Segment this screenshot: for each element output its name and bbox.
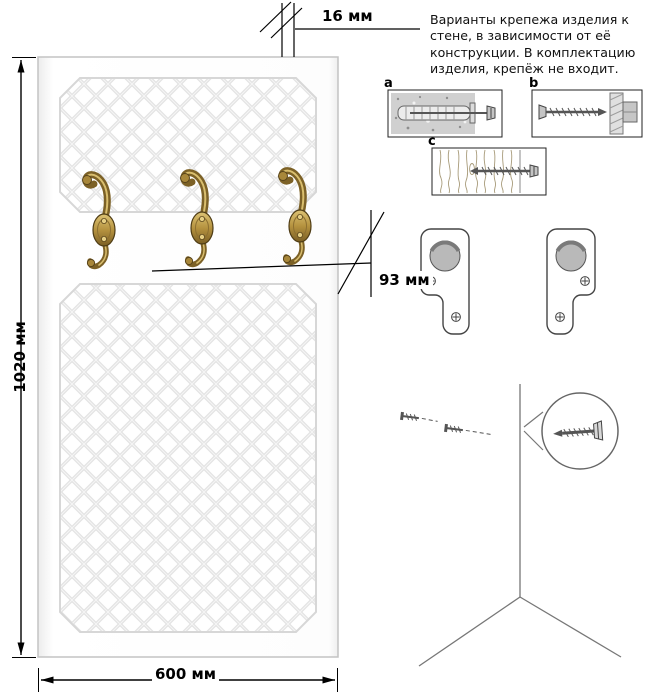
fastener-diagram-c (431, 147, 547, 196)
mounting-bracket-right (545, 227, 597, 336)
mounting-note-sentence-1: Варианты крепежа изделия к стене, в зави… (430, 12, 629, 60)
hook-offset-dimension (151, 210, 385, 297)
coat-rack-panel (37, 56, 339, 658)
screw-detail-magnifier (523, 392, 619, 470)
lattice-bottom-panel (59, 283, 317, 633)
thickness-dimension-label: 16 мм (322, 7, 373, 25)
mounting-note: Варианты крепежа изделия к стене, в зави… (430, 12, 658, 77)
lattice-top-panel (59, 77, 317, 213)
height-dimension (12, 57, 36, 658)
width-dimension-label: 600 мм (152, 665, 220, 683)
fastener-diagram-b (531, 89, 643, 138)
mounting-note-sentence-2: В комплектацию изделия, крепёж не входит… (430, 44, 636, 77)
wall-corner-illustration (418, 384, 622, 667)
fastener-diagram-a (387, 89, 503, 138)
fastener-option-c-label: c (428, 134, 436, 149)
floating-screws (400, 411, 494, 436)
hook-offset-dimension-label: 93 мм (376, 271, 433, 289)
thickness-dimension (259, 1, 420, 57)
height-dimension-label: 1020 мм (11, 321, 29, 393)
fastener-option-a-label: a (384, 76, 393, 91)
fastener-option-b-label: b (529, 76, 539, 91)
